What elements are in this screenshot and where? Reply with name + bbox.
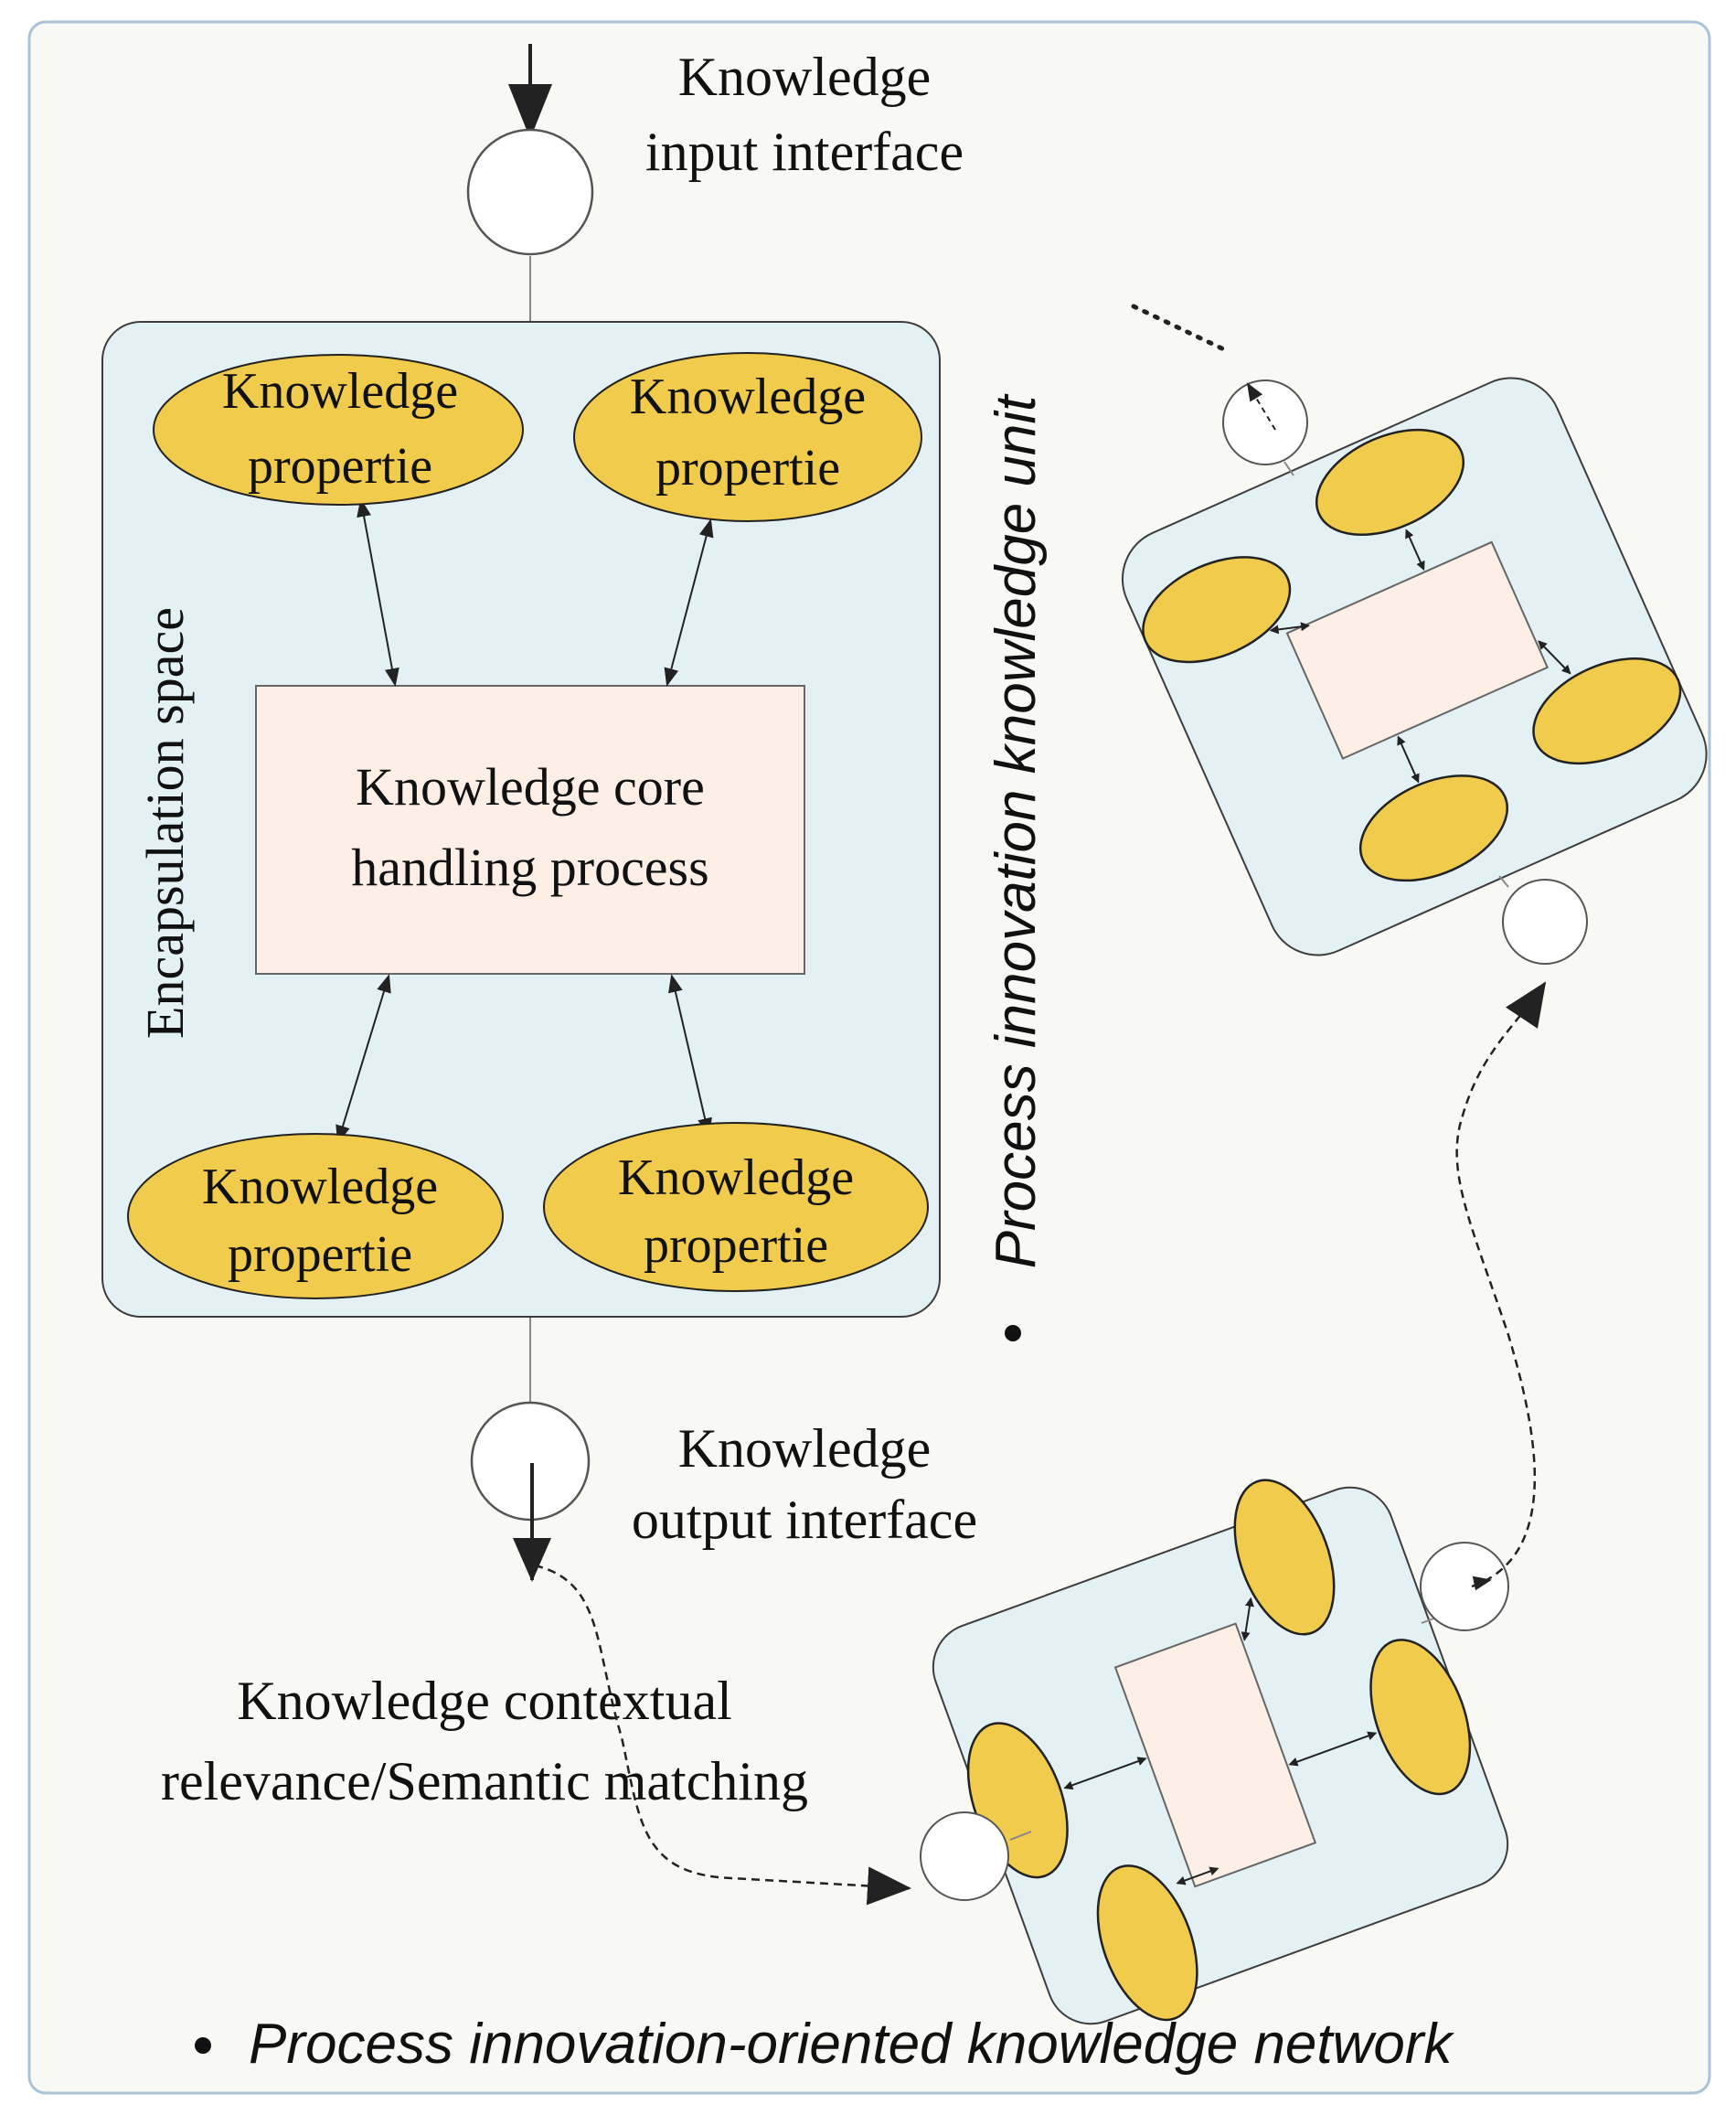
network-unit-bottom — [932, 1479, 1509, 2025]
property-label-1: Knowledge — [630, 369, 866, 425]
knowledge-core-box — [255, 685, 805, 975]
main-knowledge-unit: Knowledge input interface Encapsulation … — [101, 44, 977, 1582]
bullet-dot-icon — [1005, 1325, 1021, 1341]
property-bottom-left: Knowledge propertie — [127, 1133, 504, 1299]
property-label-2: propertie — [248, 438, 432, 495]
right-unit-top-circle-icon — [1222, 379, 1308, 465]
bottom-unit-out-circle-icon — [1420, 1542, 1509, 1631]
right-unit-top-connector — [1283, 461, 1294, 476]
input-interface-circle-icon — [466, 128, 594, 256]
arrow-head-icon — [1472, 1576, 1492, 1591]
property-top-right: Knowledge propertie — [573, 352, 922, 522]
bottom-unit-in-connector — [1009, 1831, 1032, 1841]
output-interface-label-2: output interface — [632, 1490, 977, 1550]
property-label-2: propertie — [655, 440, 840, 497]
link-arrow-top-right — [664, 518, 714, 687]
property-bottom-right: Knowledge propertie — [543, 1122, 929, 1292]
link-arrow-bottom-right — [668, 974, 712, 1137]
core-label-1: Knowledge core — [356, 757, 705, 817]
network-unit-right — [1121, 377, 1708, 956]
right-unit-top-arrow — [1246, 382, 1276, 431]
property-top-left: Knowledge propertie — [153, 354, 524, 506]
property-label-2: propertie — [644, 1217, 828, 1274]
property-label-1: Knowledge — [202, 1159, 438, 1215]
network-link-path — [1455, 981, 1547, 1588]
bottom-unit-in-circle-icon — [920, 1811, 1009, 1901]
property-label-2: propertie — [228, 1226, 412, 1283]
contextual-label-1: Knowledge contextual — [237, 1671, 732, 1731]
core-label-2: handling process — [351, 838, 708, 897]
bullet-dot-icon — [195, 2037, 211, 2054]
property-label-1: Knowledge — [222, 363, 458, 420]
link-arrow-bottom-left — [335, 974, 391, 1144]
input-interface-label-2: input interface — [645, 122, 964, 182]
encapsulation-space-label: Encapsulation space — [135, 607, 195, 1039]
property-label-1: Knowledge — [618, 1149, 854, 1206]
output-interface-label-1: Knowledge — [678, 1418, 932, 1479]
right-unit-bottom-connector — [1498, 875, 1509, 888]
input-interface-label-1: Knowledge — [678, 47, 932, 107]
right-unit-bottom-circle-icon — [1502, 879, 1588, 965]
unit-caption: Process innovation knowledge unit — [985, 393, 1048, 1268]
network-caption: Process innovation-oriented knowledge ne… — [249, 2013, 1455, 2076]
contextual-label-2: relevance/Semantic matching — [161, 1751, 808, 1811]
semantic-link-path — [534, 1564, 911, 1906]
link-arrow-top-left — [357, 498, 399, 687]
